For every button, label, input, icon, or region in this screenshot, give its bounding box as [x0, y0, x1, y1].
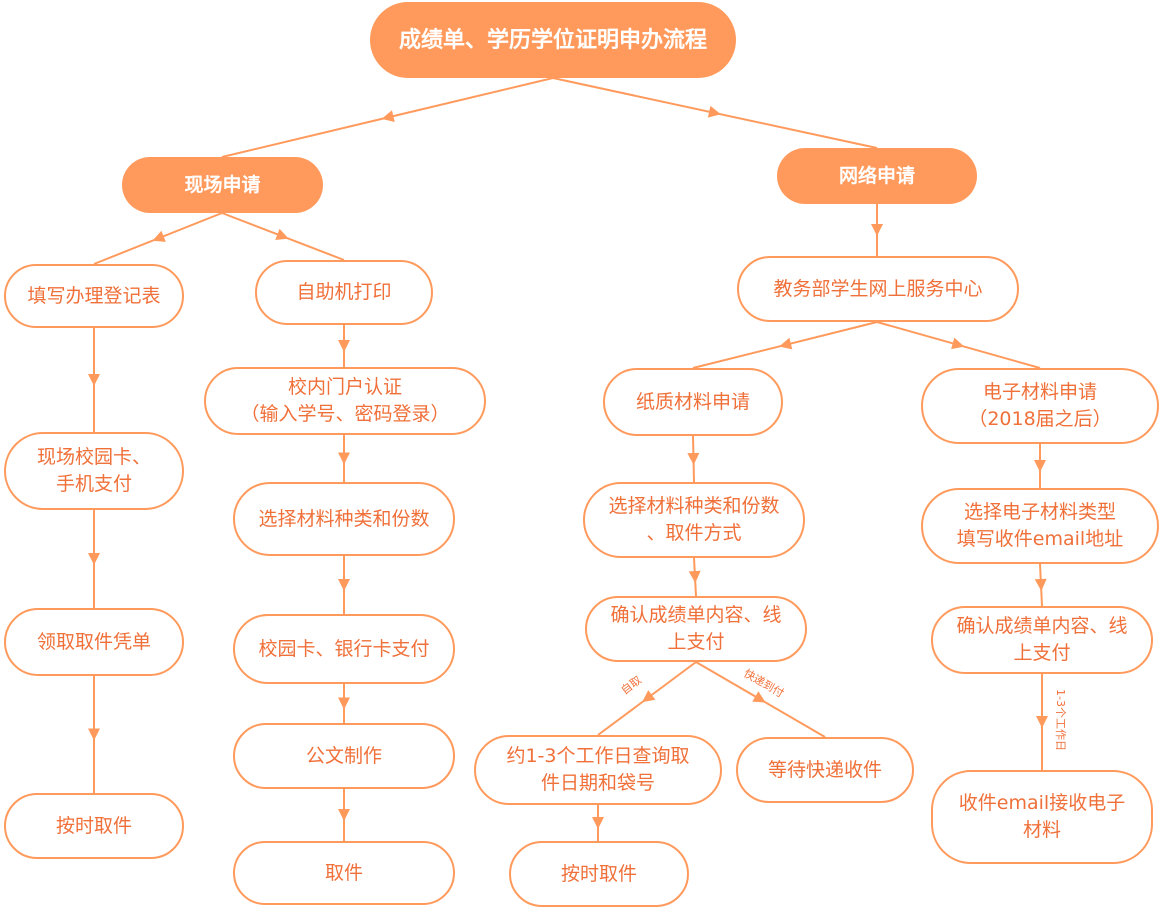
- service-center-node: 教务部学生网上服务中心: [737, 256, 1019, 322]
- onsite-node: 现场申请: [122, 157, 323, 213]
- email-receive-node: 收件email接收电子 材料: [931, 770, 1153, 864]
- arrowhead-icon: [779, 337, 793, 350]
- kiosk-payment-node: 校园卡、银行卡支付: [233, 614, 455, 684]
- arrowhead-icon: [381, 110, 395, 122]
- paper-select-node: 选择材料种类和份数 、取件方式: [583, 482, 805, 558]
- online-node: 网络申请: [777, 148, 977, 204]
- arrowhead-icon: [338, 340, 350, 352]
- arrowhead-icon: [338, 452, 350, 465]
- arrowhead-icon: [871, 224, 883, 236]
- manual-pickup-node: 按时取件: [4, 793, 184, 859]
- arrowhead-icon: [88, 728, 100, 741]
- online-pickup-node: 按时取件: [509, 841, 689, 907]
- paper-confirm-node: 确认成绩单内容、线 上支付: [585, 596, 807, 662]
- days-label: 1-3个工作日: [1053, 689, 1067, 751]
- arrowhead-icon: [338, 809, 350, 821]
- fill-form-node: 填写办理登记表: [4, 264, 184, 328]
- electronic-confirm-node: 确认成绩单内容、线 上支付: [931, 606, 1153, 674]
- portal-auth-node: 校内门户认证 （输入学号、密码登录）: [204, 367, 486, 435]
- kiosk-node: 自助机打印: [255, 260, 433, 325]
- arrowhead-icon: [752, 691, 766, 703]
- electronic-select-node: 选择电子材料类型 填写收件email地址: [921, 488, 1159, 564]
- arrowhead-icon: [1036, 716, 1048, 728]
- onsite-payment-node: 现场校园卡、 手机支付: [4, 432, 184, 510]
- arrowhead-icon: [338, 697, 350, 710]
- arrowhead-icon: [592, 817, 604, 829]
- paper-request-node: 纸质材料申请: [603, 368, 783, 436]
- arrowhead-icon: [152, 230, 166, 242]
- express-node: 等待快递收件: [736, 737, 914, 803]
- arrowhead-icon: [1034, 578, 1047, 591]
- arrowhead-icon: [707, 105, 721, 118]
- arrowhead-icon: [275, 228, 289, 240]
- title-node: 成绩单、学历学位证明申办流程: [370, 2, 736, 78]
- arrowhead-icon: [642, 690, 656, 703]
- query-date-node: 约1-3个工作日查询取 件日期和袋号: [474, 735, 722, 805]
- arrowhead-icon: [951, 337, 965, 350]
- arrowhead-icon: [687, 452, 700, 465]
- receipt-node: 领取取件凭单: [4, 608, 184, 676]
- document-production-node: 公文制作: [233, 723, 455, 789]
- kiosk-pickup-node: 取件: [233, 841, 455, 905]
- electronic-request-node: 电子材料申请 （2018届之后）: [921, 368, 1159, 444]
- arrowhead-icon: [688, 570, 701, 583]
- kiosk-select-node: 选择材料种类和份数: [233, 482, 455, 556]
- arrowhead-icon: [88, 374, 100, 386]
- arrowhead-icon: [1034, 460, 1046, 472]
- arrowhead-icon: [338, 579, 350, 591]
- arrowhead-icon: [88, 553, 100, 565]
